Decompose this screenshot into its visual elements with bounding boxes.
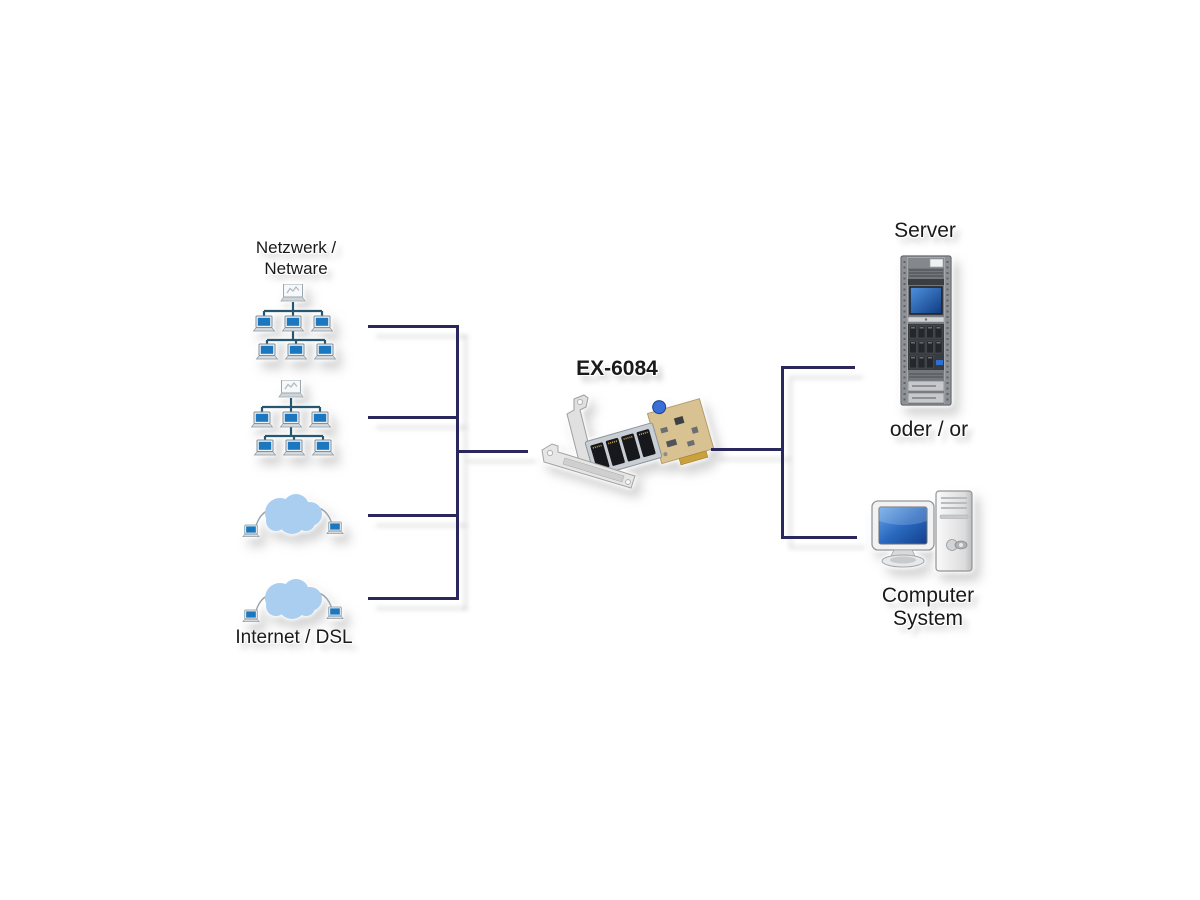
card-label: EX-6084 [576, 357, 658, 380]
lan-card-icon [541, 394, 715, 489]
server-rack-icon [900, 255, 952, 406]
connector-left-branch-3 [368, 514, 459, 517]
computer-label: Computer System [848, 584, 1008, 630]
computer-label-line2: System [892, 607, 963, 630]
internet-cloud-icon [236, 486, 350, 550]
or-label: oder / or [889, 418, 969, 441]
connector-left-to-card [459, 450, 528, 453]
connector-left-trunk [456, 325, 459, 600]
network-label: Netzwerk / Netware [216, 237, 376, 279]
connector-left-branch-1 [368, 325, 459, 328]
connector-left-branch-2 [368, 416, 459, 419]
network-tree-icon [247, 284, 339, 364]
server-label: Server [894, 219, 956, 242]
desktop-computer-icon [871, 490, 973, 572]
connector-to-computer [784, 536, 857, 539]
network-tree-icon [245, 380, 337, 460]
connector-card-to-trunk [711, 448, 783, 451]
network-label-line1: Netzwerk / [255, 238, 337, 257]
network-label-line2: Netware [264, 259, 328, 278]
connector-right-trunk [781, 366, 784, 539]
connector-left-branch-4 [368, 597, 459, 600]
computer-label-line1: Computer [881, 584, 975, 607]
internet-label: Internet / DSL [235, 627, 353, 648]
connector-to-server [784, 366, 855, 369]
internet-cloud-icon [236, 571, 350, 635]
